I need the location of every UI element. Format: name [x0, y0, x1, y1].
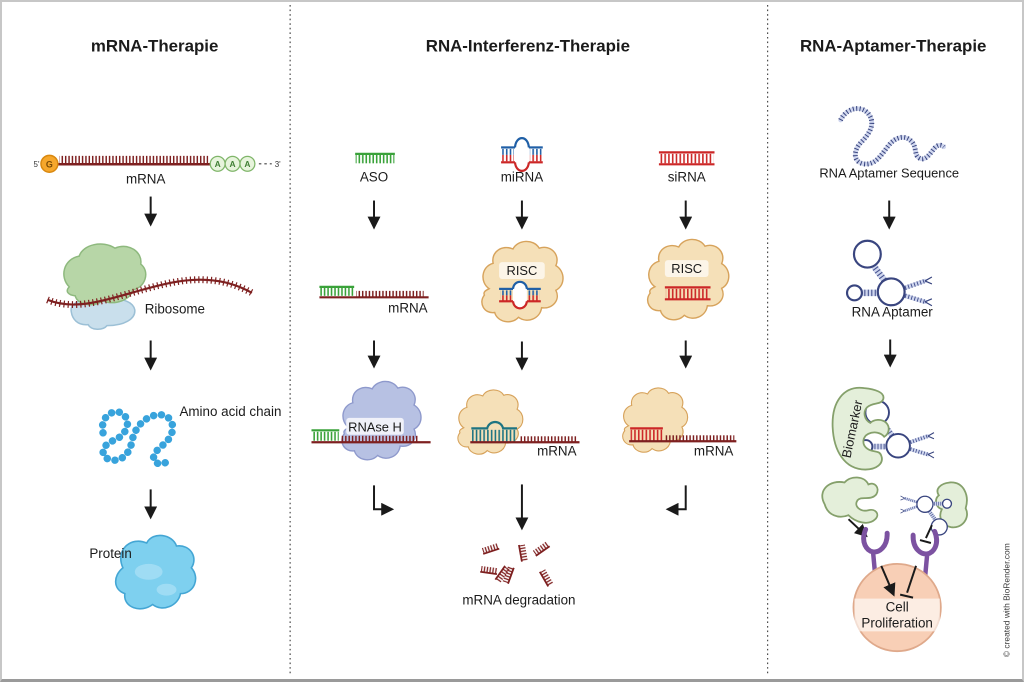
biomarker-aptamer-complex-icon: Biomarker [831, 386, 934, 471]
cap-letter: G [46, 159, 53, 169]
mrna-label: mRNA [126, 172, 165, 187]
five-prime-label: 5' [34, 160, 40, 169]
amino-acid-chain-label: Amino acid chain [179, 404, 281, 419]
biomarker-icon [831, 386, 890, 471]
ribosome-icon [46, 243, 254, 330]
risc-complex-mirna-icon: RISC [481, 240, 564, 323]
risc-sirna-on-mrna-icon [622, 387, 737, 453]
sirna-label: siRNA [668, 170, 706, 185]
biomarker-icon [821, 476, 879, 524]
panel-title-rnai: RNA-Interferenz-Therapie [426, 37, 630, 56]
five-prime-cap-icon [40, 154, 59, 173]
mrna-molecule-icon: 5' G A A A 3' [34, 154, 281, 173]
three-prime-label: 3' [275, 160, 281, 169]
risc-mirna-on-mrna-icon [457, 389, 580, 455]
mrna-degradation-label: mRNA degradation [462, 593, 575, 608]
rna-aptamer-sequence-label: RNA Aptamer Sequence [819, 166, 959, 181]
biomarker-blocked-by-aptamer-icon [898, 481, 968, 537]
arrow-inhibition-icon [899, 565, 917, 599]
aso-label: ASO [360, 170, 388, 185]
arrow-bent-left-icon [665, 485, 687, 516]
arrow-bent-right-icon [373, 485, 395, 516]
aso-mrna-hybrid-icon [319, 285, 429, 299]
risc-complex-sirna-icon: RISC [646, 238, 730, 321]
ribosome-label: Ribosome [145, 302, 205, 317]
mrna-label: mRNA [388, 301, 427, 316]
amino-acid-chain-icon [98, 408, 177, 468]
mrna-degradation-icon [479, 540, 555, 588]
sirna-icon [658, 151, 715, 166]
risc-label: RISC [671, 261, 702, 276]
poly-a-icon [239, 155, 256, 172]
aso-icon [355, 152, 395, 164]
rnase-h-icon: RNAse H [311, 380, 431, 461]
panel-title-mrna: mRNA-Therapie [91, 37, 218, 56]
svg-text:A: A [215, 159, 221, 169]
mrna-label: mRNA [694, 444, 733, 459]
biorender-watermark: © created with BioRender.com [1001, 543, 1011, 657]
cell-proliferation-label-line2: Proliferation [861, 615, 932, 630]
rna-aptamer-label: RNA Aptamer [852, 305, 934, 320]
arrow-inhibition-icon [919, 524, 933, 544]
mirna-icon [501, 137, 543, 172]
risc-label: RISC [507, 263, 538, 278]
cell-proliferation-icon: Cell Proliferation [852, 562, 942, 653]
svg-text:A: A [244, 159, 250, 169]
mirna-label: miRNA [501, 170, 543, 185]
arrow-activation-icon [880, 565, 896, 597]
protein-label: Protein [89, 546, 131, 561]
rna-aptamer-icon [847, 241, 932, 306]
rnase-h-label: RNAse H [348, 419, 402, 434]
rna-aptamer-sequence-icon [838, 106, 947, 167]
panel-title-aptamer: RNA-Aptamer-Therapie [800, 37, 986, 56]
cell-proliferation-label-line1: Cell [886, 599, 909, 614]
protein-icon [114, 534, 197, 610]
svg-text:A: A [230, 159, 236, 169]
mrna-label: mRNA [537, 444, 576, 459]
